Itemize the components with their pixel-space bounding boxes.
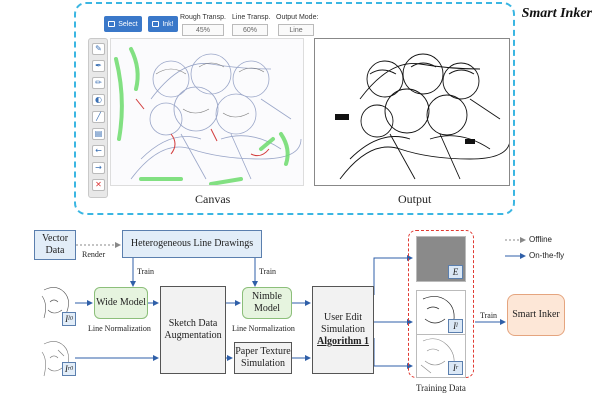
canvas-sketch-illustration bbox=[114, 47, 302, 185]
train-label-3: Train bbox=[480, 311, 498, 320]
output-line-drawing bbox=[314, 38, 510, 186]
layers-icon[interactable]: ▤ bbox=[92, 128, 105, 140]
output-mode-select[interactable]: Line bbox=[278, 24, 314, 36]
edit-map-label: E bbox=[448, 265, 463, 279]
edit-to-E-arrow bbox=[373, 255, 413, 295]
Ir-sub: r bbox=[455, 365, 459, 371]
ink-button-label: Ink! bbox=[162, 20, 174, 28]
user-edit-simulation-label: User Edit Simulation bbox=[321, 312, 365, 335]
line-normalization-label-2: Line Normalization bbox=[232, 324, 295, 333]
app-title: Smart Inker bbox=[521, 6, 592, 21]
smart-inker-ui-panel bbox=[74, 2, 515, 215]
input-label-top-sup: 0 bbox=[69, 316, 73, 322]
legend-offline-label: Offline bbox=[529, 235, 552, 244]
sketch-data-augmentation-box: Sketch Data Augmentation bbox=[160, 286, 226, 374]
input-label-top-main: I bbox=[65, 314, 69, 324]
Ir-main: I bbox=[452, 363, 456, 373]
canvas-caption: Canvas bbox=[195, 192, 231, 206]
line-transparency-field[interactable]: 60% bbox=[232, 24, 268, 36]
pencil-icon[interactable]: ✏ bbox=[92, 77, 105, 89]
brush-icon[interactable]: ✎ bbox=[92, 43, 105, 55]
train-label-2: Train bbox=[259, 267, 277, 276]
output-ink-illustration bbox=[335, 53, 509, 180]
Il-main: I bbox=[453, 321, 457, 331]
heterogeneous-line-drawings-box: Heterogeneous Line Drawings bbox=[122, 230, 262, 258]
input-label-bottom-sup: 0 bbox=[70, 366, 74, 372]
nimble-model-box: Nimble Model bbox=[242, 287, 292, 319]
algorithm-label: Algorithm 1 bbox=[317, 336, 369, 347]
render-label: Render bbox=[82, 250, 106, 259]
input-label-bottom-main: I bbox=[64, 364, 68, 374]
rough-input-sketch-top bbox=[36, 284, 76, 324]
tool-palette: ✎ ✒ ✏ ◐ ╱ ▤ ← → ✕ bbox=[88, 38, 108, 198]
training-data-label: Training Data bbox=[416, 383, 466, 393]
vector-data-box: Vector Data bbox=[34, 230, 76, 260]
canvas-drawing[interactable] bbox=[110, 38, 304, 186]
paper-texture-simulation-box: Paper Texture Simulation bbox=[234, 342, 292, 374]
legend-onthefly-label: On-the-fly bbox=[529, 251, 565, 260]
smart-inker-box: Smart Inker bbox=[507, 294, 565, 336]
ink-button[interactable]: Ink! bbox=[148, 16, 178, 32]
edit-to-Ir-arrow bbox=[373, 338, 413, 369]
eraser-icon[interactable]: ◐ bbox=[92, 94, 105, 106]
undo-icon[interactable]: ← bbox=[92, 145, 105, 157]
input-label-top-sub: l bbox=[68, 316, 70, 322]
redo-icon[interactable]: → bbox=[92, 162, 105, 174]
Il-sub: l bbox=[456, 323, 458, 329]
select-button[interactable]: Select bbox=[104, 16, 142, 32]
rough-transparency-field[interactable]: 45% bbox=[182, 24, 224, 36]
output-mode-value: Line bbox=[289, 26, 303, 34]
line-transparency-label: Line Transp. bbox=[232, 14, 271, 21]
wide-model-box: Wide Model bbox=[94, 287, 148, 319]
pen-icon[interactable]: ✒ bbox=[92, 60, 105, 72]
train-label-1: Train bbox=[137, 267, 155, 276]
select-icon bbox=[108, 21, 116, 27]
output-mode-label: Output Mode: bbox=[276, 14, 319, 21]
line-drawing-thumb bbox=[422, 296, 455, 326]
input-label-bottom-sub: r bbox=[67, 366, 71, 372]
ink-icon bbox=[152, 21, 160, 27]
user-edit-simulation-box: User Edit Simulation Algorithm 1 bbox=[312, 286, 374, 374]
rough-transparency-label: Rough Transp. bbox=[180, 14, 226, 21]
line-normalization-label-1: Line Normalization bbox=[88, 324, 151, 333]
line-icon[interactable]: ╱ bbox=[92, 111, 105, 123]
output-caption: Output bbox=[398, 192, 432, 206]
clear-icon[interactable]: ✕ bbox=[92, 179, 105, 191]
edit-map-tile: E bbox=[416, 236, 466, 282]
rough-sketch-icon bbox=[41, 287, 69, 319]
select-button-label: Select bbox=[118, 20, 138, 28]
